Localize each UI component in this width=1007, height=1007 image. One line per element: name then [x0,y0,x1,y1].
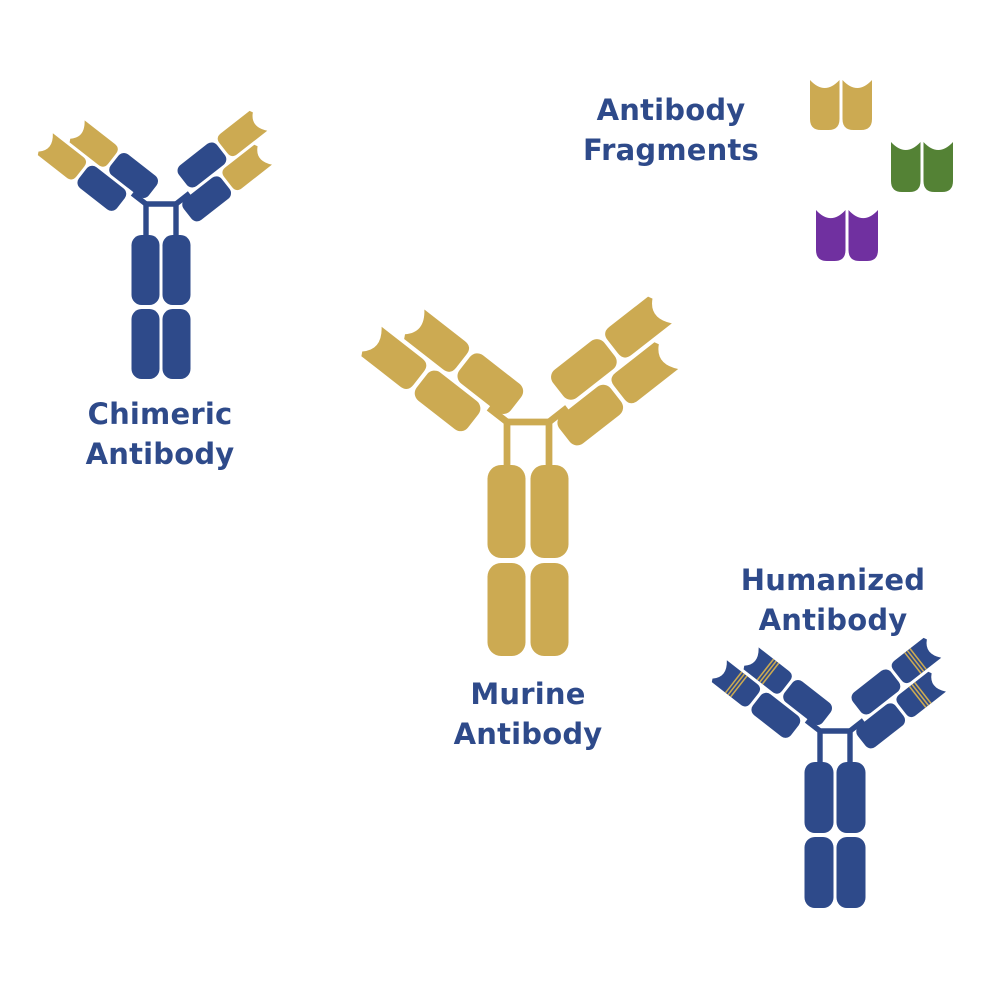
murine-label-line2: Antibody [453,717,603,751]
chimeric-heavy-constant-domain [77,165,127,211]
chimeric-constant-domain-left-1 [131,235,160,305]
humanized-heavy-constant-domain [851,669,901,715]
humanized-heavy-cdr-stripe [730,675,748,698]
fragment-gold [810,80,872,130]
humanized-hinge [817,728,853,764]
murine-hinge-link-right [546,405,570,425]
murine-label-line1: Murine [470,677,586,711]
fragments-label-line1: Antibody [596,93,746,127]
murine-constant-domain-left-2 [487,563,526,656]
humanized-label: Humanized Antibody [683,560,983,640]
chimeric-light-variable-domain [69,120,118,167]
humanized-label-line1: Humanized [740,563,926,597]
chimeric-constant-domain-left-2 [131,309,160,379]
humanized-light-constant-domain [783,680,832,726]
chimeric-hinge-link-left [130,191,148,207]
humanized-hinge-link-left [804,718,822,734]
murine-light-constant-domain [557,384,624,446]
humanized-heavy-cdr-stripe [724,671,743,694]
chimeric-light-constant-domain [109,153,158,199]
murine-fc-stem [487,465,569,656]
fragments-label-line2: Fragments [582,133,760,167]
humanized-light-constant-domain [856,703,906,749]
chimeric-heavy-variable-domain [37,133,87,180]
chimeric-heavy-variable-domain [217,110,268,157]
humanized-constant-domain-right-1 [836,762,866,833]
humanized-hinge-frame [817,728,853,764]
humanized-light-variable-domain [743,647,792,694]
humanized-light-cdr-stripe [911,683,930,706]
humanized-heavy-cdr-stripe [904,652,922,674]
fragment-purple [816,210,878,261]
fragment-gold-domain-1 [810,80,840,130]
humanized-fab-arm-left [711,647,832,738]
chimeric-fab-arm-left [37,120,158,211]
humanized-light-cdr-stripe [908,686,927,708]
humanized-heavy-cdr-stripe [909,648,927,670]
humanized-heavy-variable-domain [711,660,761,707]
chimeric-constant-domain-right-1 [162,235,191,305]
humanized-heavy-variable-domain [891,637,942,684]
chimeric-label-line2: Antibody [85,437,235,471]
chimeric-fab-arm-right [174,110,272,222]
murine-fab-arm-right [546,296,679,446]
fragment-green [891,142,953,192]
humanized-label-line2: Antibody [758,603,908,637]
murine-label: Murine Antibody [378,674,678,754]
humanized-heavy-constant-domain [751,692,801,738]
humanized-heavy-cdr-stripe [727,673,746,696]
murine-antibody [361,296,679,656]
humanized-antibody [711,637,946,908]
chimeric-fc-stem [131,235,191,379]
humanized-fab-arm-right [848,637,946,749]
fragment-green-domain-2 [923,142,953,192]
chimeric-constant-domain-right-2 [162,309,191,379]
humanized-light-cdr-stripe [756,658,775,681]
murine-constant-domain-left-1 [487,465,526,558]
chimeric-label: Chimeric Antibody [10,394,310,474]
chimeric-hinge-frame [143,201,179,237]
murine-heavy-constant-domain [551,339,617,400]
antibody-illustrations [37,110,946,908]
fragment-purple-domain-2 [848,210,878,261]
chimeric-light-variable-domain [222,144,272,191]
chimeric-label-line1: Chimeric [87,397,233,431]
murine-hinge-link-left [486,405,510,425]
murine-light-constant-domain [457,353,524,414]
murine-constant-domain-right-1 [530,465,569,558]
humanized-constant-domain-right-2 [836,837,866,908]
murine-heavy-constant-domain [414,370,481,432]
humanized-light-variable-domain [896,671,946,718]
humanized-constant-domain-left-2 [804,837,834,908]
humanized-light-cdr-stripe [761,662,780,685]
chimeric-heavy-constant-domain [177,142,227,188]
chimeric-hinge [143,201,179,237]
chimeric-antibody [37,110,272,379]
fragment-purple-domain-1 [816,210,846,261]
humanized-fc-stem [804,762,866,908]
humanized-constant-domain-left-1 [804,762,834,833]
chimeric-light-constant-domain [182,176,232,222]
humanized-light-cdr-stripe [914,681,932,704]
murine-light-variable-domain [611,342,679,404]
humanized-light-cdr-stripe [759,660,777,683]
murine-hinge [503,418,553,467]
humanized-hinge-link-right [848,718,866,734]
antibody-fragments-group [810,80,953,261]
humanized-heavy-cdr-stripe [906,650,925,672]
murine-heavy-variable-domain [605,296,672,358]
fragment-gold-domain-2 [842,80,872,130]
murine-constant-domain-right-2 [530,563,569,656]
murine-hinge-frame [503,418,553,467]
fragment-green-domain-1 [891,142,921,192]
murine-light-variable-domain [404,309,470,372]
chimeric-hinge-link-right [174,191,192,207]
fragments-label: Antibody Fragments [521,90,821,170]
murine-heavy-variable-domain [361,326,427,389]
murine-fab-arm-left [361,309,524,432]
